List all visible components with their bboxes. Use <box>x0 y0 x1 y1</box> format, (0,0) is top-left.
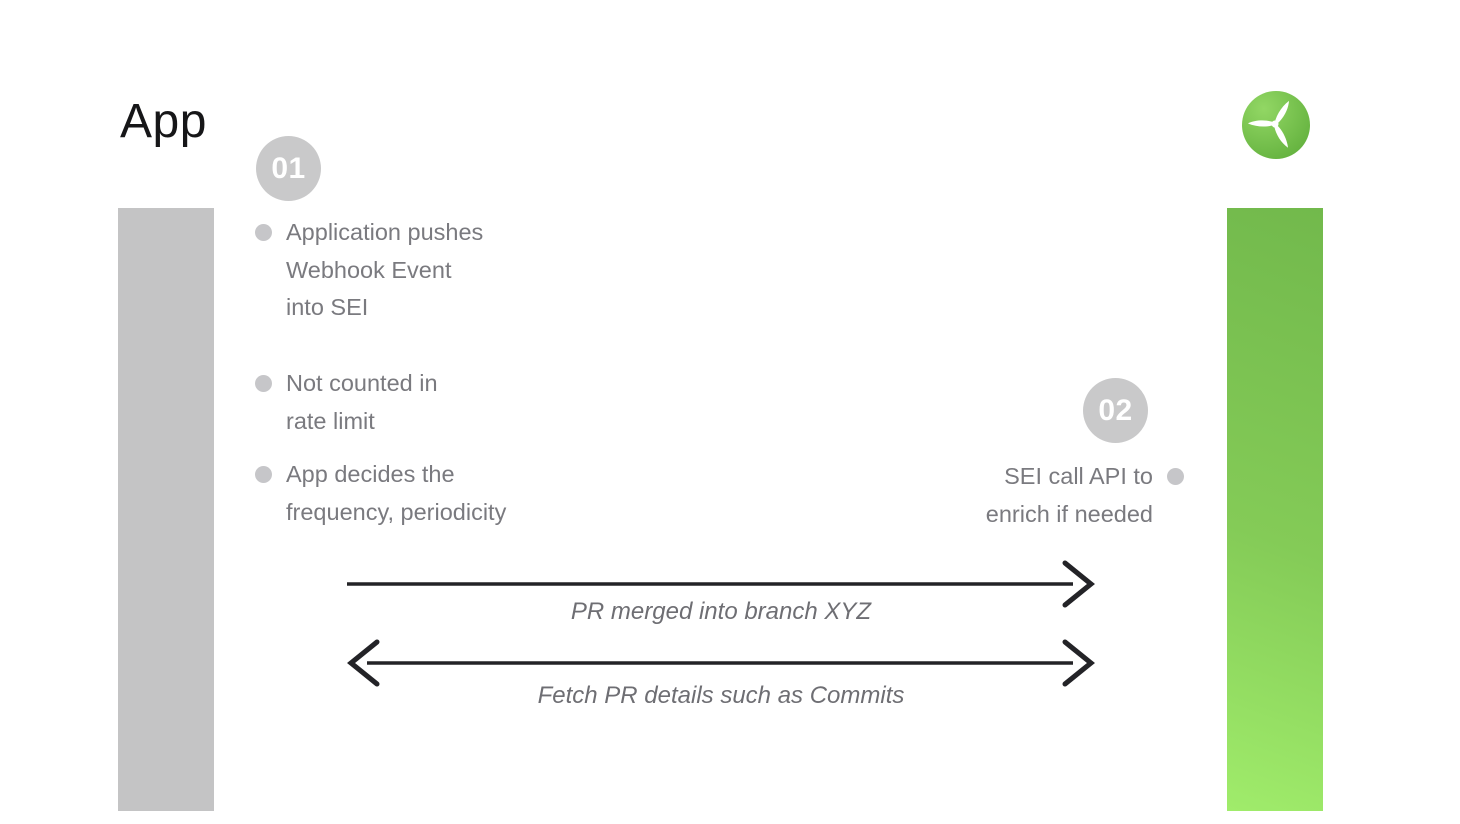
sei-propeller-logo-icon <box>1242 91 1310 159</box>
webhook-arrow-right <box>347 560 1095 608</box>
step-badge-01-number: 01 <box>271 151 306 185</box>
app-lifeline-bar <box>118 208 214 811</box>
app-note-webhook-text: Application pushes Webhook Event into SE… <box>286 219 484 320</box>
app-note-rate-limit-text: Not counted in rate limit <box>286 370 438 434</box>
fetch-arrow-bidirectional <box>347 639 1095 687</box>
sei-note-enrich: SEI call API to enrich if needed <box>986 458 1184 533</box>
step-badge-02: 02 <box>1083 378 1148 443</box>
bullet-dot-icon <box>255 224 272 241</box>
page-title: App <box>120 95 207 148</box>
step-badge-02-number: 02 <box>1098 393 1133 427</box>
webhook-arrow-label: PR merged into branch XYZ <box>570 598 872 625</box>
step-badge-01: 01 <box>256 136 321 201</box>
bullet-dot-icon <box>1167 468 1184 485</box>
app-note-frequency: App decides the frequency, periodicity <box>255 456 506 531</box>
propeller-icon <box>1242 91 1310 159</box>
fetch-arrow-label: Fetch PR details such as Commits <box>537 682 905 709</box>
app-note-frequency-text: App decides the frequency, periodicity <box>286 461 507 525</box>
bullet-dot-icon <box>255 375 272 392</box>
sei-lifeline-bar <box>1227 208 1323 811</box>
sei-note-enrich-text: SEI call API to enrich if needed <box>985 463 1153 527</box>
bullet-dot-icon <box>255 466 272 483</box>
app-note-rate-limit: Not counted in rate limit <box>255 365 438 440</box>
app-note-webhook: Application pushes Webhook Event into SE… <box>255 214 483 327</box>
